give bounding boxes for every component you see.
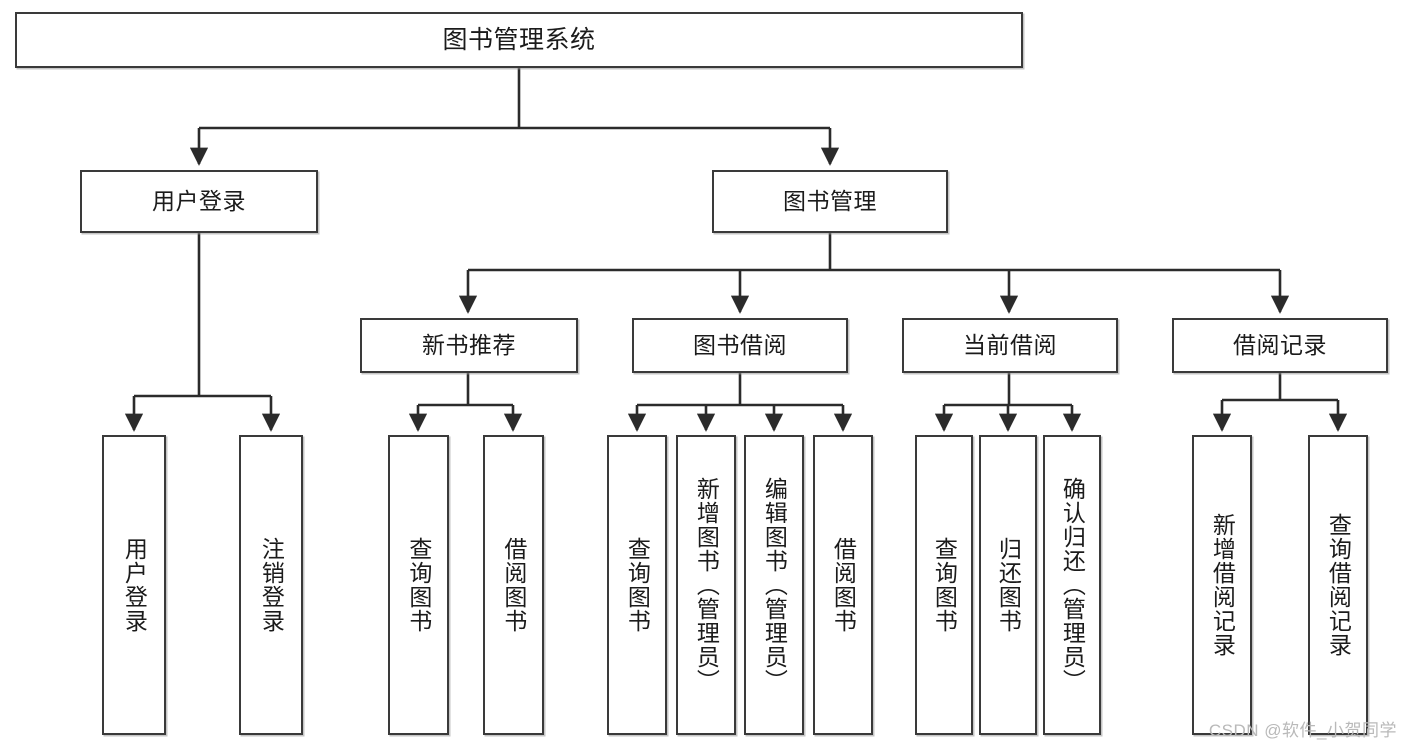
- node-current-borrow-label: 当前借阅: [963, 332, 1057, 359]
- node-leaf-edit-book[interactable]: 编辑图书（管理员）: [744, 435, 804, 735]
- node-leaf-user-login[interactable]: 用户登录: [102, 435, 166, 735]
- node-borrow-record[interactable]: 借阅记录: [1172, 318, 1388, 373]
- node-book-borrow[interactable]: 图书借阅: [632, 318, 848, 373]
- node-leaf-logout-login-label: 注销登录: [258, 537, 285, 633]
- node-book-borrow-label: 图书借阅: [693, 332, 787, 359]
- node-current-borrow[interactable]: 当前借阅: [902, 318, 1118, 373]
- node-leaf-borrow-book-1[interactable]: 借阅图书: [483, 435, 544, 735]
- node-leaf-logout-login[interactable]: 注销登录: [239, 435, 303, 735]
- node-leaf-query-book-3-label: 查询图书: [931, 537, 958, 633]
- node-leaf-confirm-return[interactable]: 确认归还（管理员）: [1043, 435, 1101, 735]
- node-leaf-query-book-3[interactable]: 查询图书: [915, 435, 973, 735]
- node-leaf-user-login-label: 用户登录: [121, 537, 148, 633]
- node-book-management-label: 图书管理: [783, 188, 877, 215]
- node-leaf-query-book-2-label: 查询图书: [624, 537, 651, 633]
- node-leaf-query-book-1-label: 查询图书: [405, 537, 432, 633]
- node-leaf-return-book-label: 归还图书: [995, 537, 1022, 633]
- node-leaf-add-borrow-record-label: 新增借阅记录: [1209, 513, 1236, 657]
- node-leaf-borrow-book-1-label: 借阅图书: [500, 537, 527, 633]
- node-new-book-recommend-label: 新书推荐: [422, 332, 516, 359]
- node-leaf-query-borrow-record[interactable]: 查询借阅记录: [1308, 435, 1368, 735]
- watermark-text: CSDN @软件_小贺同学: [1208, 721, 1397, 740]
- node-leaf-add-book[interactable]: 新增图书（管理员）: [676, 435, 736, 735]
- node-user-login-label: 用户登录: [152, 188, 246, 215]
- node-root-label: 图书管理系统: [442, 25, 596, 54]
- node-root[interactable]: 图书管理系统: [15, 12, 1023, 68]
- node-leaf-add-borrow-record[interactable]: 新增借阅记录: [1192, 435, 1252, 735]
- node-leaf-query-book-1[interactable]: 查询图书: [388, 435, 449, 735]
- node-leaf-query-book-2[interactable]: 查询图书: [607, 435, 667, 735]
- node-leaf-confirm-return-label: 确认归还（管理员）: [1059, 477, 1086, 693]
- node-book-management[interactable]: 图书管理: [712, 170, 948, 233]
- node-new-book-recommend[interactable]: 新书推荐: [360, 318, 578, 373]
- node-leaf-edit-book-label: 编辑图书（管理员）: [761, 477, 788, 693]
- node-user-login[interactable]: 用户登录: [80, 170, 318, 233]
- node-leaf-query-borrow-record-label: 查询借阅记录: [1325, 513, 1352, 657]
- node-leaf-return-book[interactable]: 归还图书: [979, 435, 1037, 735]
- node-leaf-borrow-book-2[interactable]: 借阅图书: [813, 435, 873, 735]
- node-leaf-add-book-label: 新增图书（管理员）: [693, 477, 720, 693]
- node-leaf-borrow-book-2-label: 借阅图书: [830, 537, 857, 633]
- node-borrow-record-label: 借阅记录: [1233, 332, 1327, 359]
